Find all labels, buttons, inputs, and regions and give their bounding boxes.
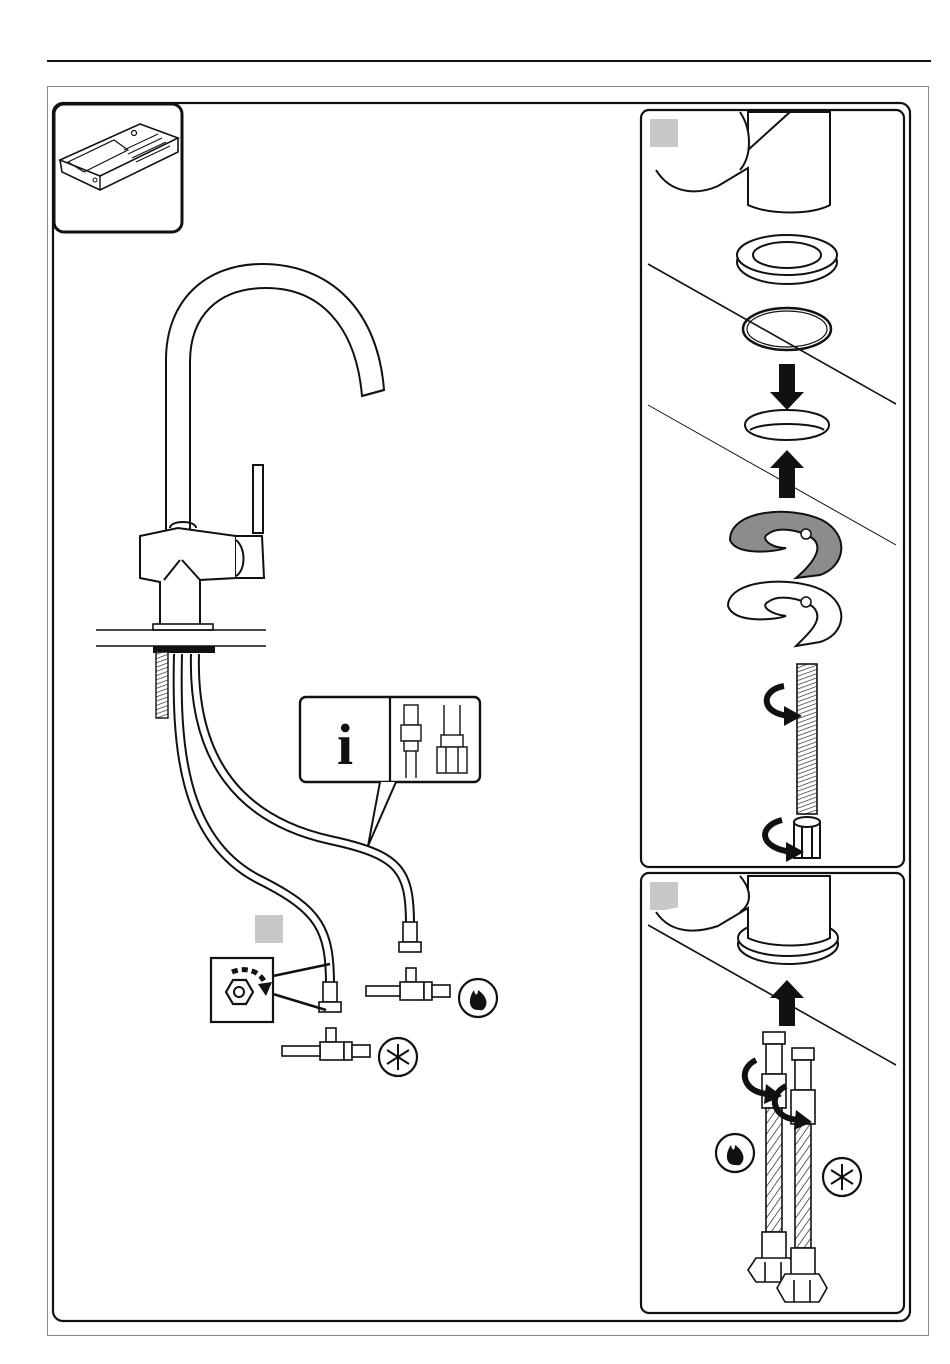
sink-icon <box>54 104 182 232</box>
countertop <box>96 630 266 646</box>
step-marker <box>255 915 283 943</box>
hose-fitting-cold <box>319 982 341 1012</box>
right-top-panel <box>641 110 904 867</box>
snowflake-icon <box>379 1038 417 1076</box>
faucet-drawing <box>140 264 384 630</box>
info-callout: i <box>300 697 480 846</box>
washer-ring <box>737 235 837 284</box>
snowflake-icon <box>823 1158 861 1196</box>
angle-valve-cold <box>282 1028 370 1060</box>
hose-fitting-hot <box>399 922 421 952</box>
mounting-hole <box>745 410 829 440</box>
info-icon: i <box>337 712 353 777</box>
threaded-rod <box>797 664 817 814</box>
step-marker <box>650 119 678 147</box>
flame-icon <box>716 1134 754 1172</box>
threaded-stud <box>156 652 168 718</box>
nut-tighten-detail <box>211 958 330 1022</box>
angle-valve-hot <box>366 968 450 1000</box>
step-marker <box>650 882 678 910</box>
flame-icon <box>459 979 497 1017</box>
